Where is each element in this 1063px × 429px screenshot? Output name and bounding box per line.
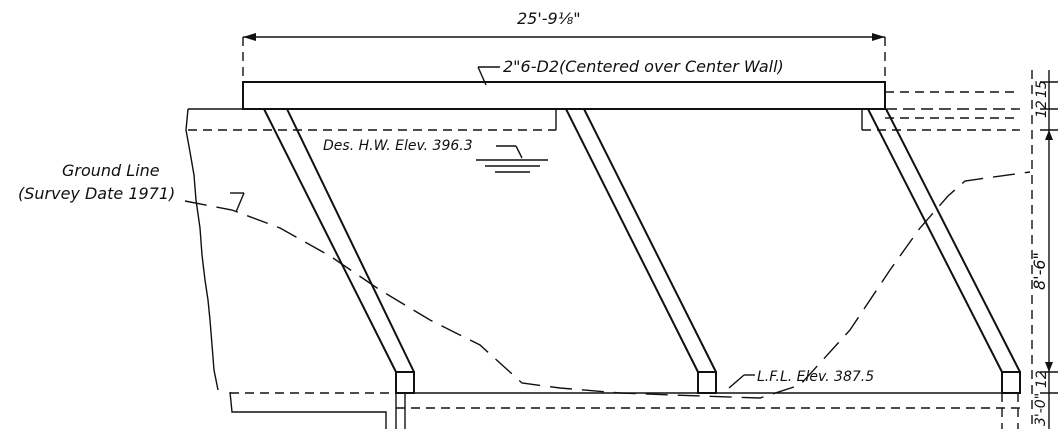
dim-height-8-6: 8'-6" [1030,252,1049,290]
design-high-water-label: Des. H.W. Elev. 396.3 [323,138,473,154]
overall-width-dimension: 25'-9⅛" [242,9,886,82]
sloped-wall-right [867,108,1021,394]
left-boundary [185,108,219,391]
dim-right-top-2: 15 [1034,80,1050,98]
right-dimensions: 12 15 8'-6" 12 3'-0" [1030,70,1058,429]
ground-line-annotation: Ground Line (Survey Date 1971) [18,161,245,213]
low-flow-line: L.F.L. Elev. 387.5 [728,369,874,389]
sloped-wall-center [565,108,717,394]
dim-right-bottom: 12 [1034,370,1050,388]
upper-band [188,91,1020,131]
dim-height-3-0: 3'-0" [1033,393,1049,426]
overall-width-label: 25'-9⅛" [517,9,581,28]
slab-callout-label: 2"6-D2(Centered over Center Wall) [503,57,784,76]
low-flow-line-label: L.F.L. Elev. 387.5 [757,369,874,385]
design-high-water: Des. H.W. Elev. 396.3 [323,138,548,173]
ground-line-title: Ground Line [62,161,160,180]
top-slab [242,81,886,110]
ground-line-subtitle: (Survey Date 1971) [18,184,175,203]
dim-right-top-1: 12 [1034,100,1050,118]
floor [229,391,1020,429]
slab-callout: 2"6-D2(Centered over Center Wall) [477,57,784,86]
